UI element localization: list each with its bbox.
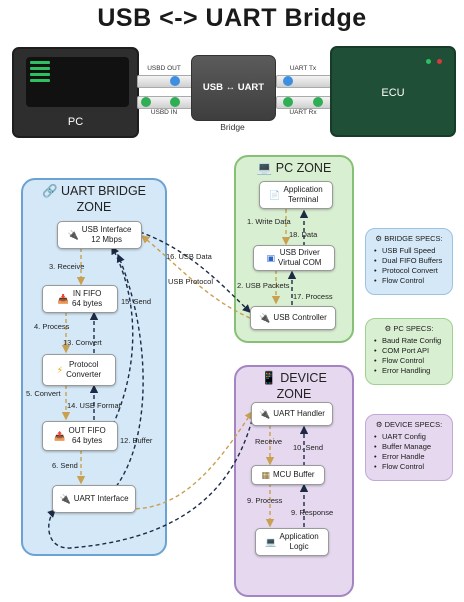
arrow-usb-protocol xyxy=(140,235,251,319)
device-specs-heading: ⚙ DEVICE SPECS: xyxy=(375,420,443,429)
chip-icon: ▦ xyxy=(261,470,270,480)
bridge-device: USB ↔ UART xyxy=(191,55,276,121)
label-usb-packets: 2. USB Packets xyxy=(237,281,290,290)
device-zone-title-line1: 📱 DEVICE xyxy=(261,371,327,385)
bridge-caption: Bridge xyxy=(220,122,245,132)
ecu-device: ECU xyxy=(330,46,456,137)
label-usb-protocol: USB Protocol xyxy=(168,277,214,286)
plug-icon: 🔌 xyxy=(59,494,71,504)
label-send: 6. Send xyxy=(52,461,78,470)
ecu-label: ECU xyxy=(381,87,405,99)
label-write-data: 1. Write Data xyxy=(247,217,291,226)
laptop-icon: 💻 xyxy=(256,161,276,175)
label-receive: 3. Receive xyxy=(49,262,85,271)
label-buffer: 12. Buffer xyxy=(120,436,153,445)
arrow-usb-data xyxy=(139,231,252,313)
bridge-specs-card: ⚙ BRIDGE SPECS: USB Full Speed Dual FIFO… xyxy=(365,228,453,295)
uart-interface-node: 🔌 UART Interface xyxy=(52,485,136,513)
uart-rx-plug-left xyxy=(283,97,293,107)
bridge-zone-title-line1: 🔗 UART BRIDGE xyxy=(41,184,147,198)
arrow-uart-tx xyxy=(114,410,253,510)
uart-tx-label: UART Tx xyxy=(289,65,317,72)
label-convert-up: 13. Convert xyxy=(63,338,102,347)
usb-controller-node: 🔌 USB Controller xyxy=(250,306,336,330)
arrow-send-up xyxy=(109,245,134,432)
usbd-in-plug-left xyxy=(141,97,151,107)
pc-spec-item: Baud Rate Config xyxy=(374,336,446,346)
pc-screen-lines xyxy=(30,61,50,85)
bridge-specs-heading: ⚙ BRIDGE SPECS: xyxy=(375,234,443,243)
uart-handler-node: 🔌 UART Handler xyxy=(251,402,333,426)
device-spec-item: UART Config xyxy=(374,432,446,442)
usbd-out-label: USBD OUT xyxy=(147,65,181,72)
uart-rx-plug-right xyxy=(313,97,323,107)
uart-rx-label: UART Rx xyxy=(289,109,317,116)
ecu-led-green xyxy=(426,59,431,64)
label-process: 17. Process xyxy=(293,292,333,301)
label-device-process: 9. Process xyxy=(247,496,283,505)
bridge-spec-item: USB Full Speed xyxy=(374,246,446,256)
gear-icon: ⚙ xyxy=(384,324,392,333)
pc-label: PC xyxy=(67,116,84,128)
bridge-spec-item: Protocol Convert xyxy=(374,266,446,276)
label-data: 18. Data xyxy=(289,230,318,239)
device-spec-item: Buffer Manage xyxy=(374,442,446,452)
usbd-out-plug xyxy=(170,76,180,86)
outbox-icon: 📤 xyxy=(54,431,66,441)
label-device-response: 9. Response xyxy=(291,508,334,517)
device-zone-title-line2: ZONE xyxy=(276,387,312,401)
pc-device: PC xyxy=(12,47,139,138)
pc-spec-item: Flow Control xyxy=(374,356,446,366)
inbox-icon: 📥 xyxy=(57,294,69,304)
bridge-spec-item: Flow Control xyxy=(374,276,446,286)
mcu-buffer-node: ▦ MCU Buffer xyxy=(251,465,325,485)
bridge-zone-title-line2: ZONE xyxy=(76,200,112,214)
gear-icon: ⚙ xyxy=(375,234,383,243)
pc-spec-item: Error Handling xyxy=(374,366,446,376)
usbd-in-label: USBD IN xyxy=(150,109,178,116)
label-usb-format: 14. USB Format xyxy=(67,401,121,410)
uart-tx-plug xyxy=(283,76,293,86)
label-device-send: 10. Send xyxy=(293,443,324,452)
device-spec-item: Flow Control xyxy=(374,462,446,472)
ecu-led-red xyxy=(437,59,442,64)
usb-plug-icon: 🔌 xyxy=(67,230,79,240)
label-convert: 5. Convert xyxy=(26,389,61,398)
pc-spec-item: COM Port API xyxy=(374,346,446,356)
gear-icon: ⚙ xyxy=(375,420,383,429)
laptop-icon: 💻 xyxy=(265,537,277,547)
pc-specs-card: ⚙ PC SPECS: Baud Rate Config COM Port AP… xyxy=(365,318,453,385)
label-usb-data: 16. USB Data xyxy=(166,252,212,261)
usb-plug-icon: 🔌 xyxy=(259,313,271,323)
pc-specs-heading: ⚙ PC SPECS: xyxy=(384,324,434,333)
pc-screen xyxy=(26,57,129,107)
label-send-up: 15. Send xyxy=(121,297,152,306)
usbd-in-plug-right xyxy=(170,97,180,107)
phone-icon: 📱 xyxy=(261,371,281,385)
label-process-bridge: 4. Process xyxy=(34,322,70,331)
link-icon: 🔗 xyxy=(41,184,62,198)
plug-icon: 🔌 xyxy=(259,409,271,419)
document-icon: 📄 xyxy=(269,190,281,200)
device-spec-item: Error Handle xyxy=(374,452,446,462)
bridge-spec-item: Dual FIFO Buffers xyxy=(374,256,446,266)
driver-icon: ▣ xyxy=(266,253,276,263)
lightning-icon: ⚡ xyxy=(56,365,64,375)
label-device-receive: Receive xyxy=(255,437,283,446)
diagram-title: USB <-> UART Bridge xyxy=(97,4,367,32)
bridge-device-label: USB ↔ UART xyxy=(202,82,265,93)
device-specs-card: ⚙ DEVICE SPECS: UART Config Buffer Manag… xyxy=(365,414,453,481)
pc-zone-title: 💻 PC ZONE xyxy=(256,161,332,175)
